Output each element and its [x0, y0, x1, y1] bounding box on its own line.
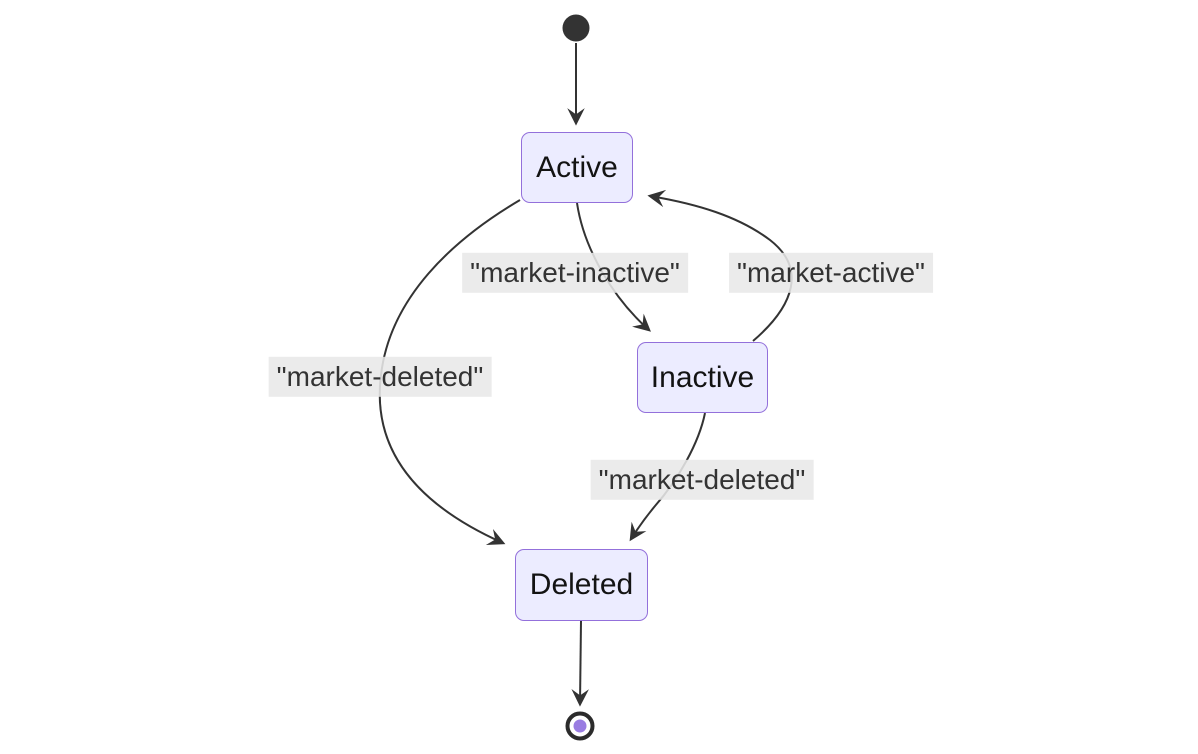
state-label-active: Active [536, 150, 618, 184]
initial-state-dot [562, 14, 590, 42]
state-label-deleted: Deleted [529, 568, 634, 601]
state-label-inactive: Inactive [650, 360, 755, 394]
state-node-active: Active [521, 132, 633, 203]
edge-inactive-to-active [647, 189, 793, 342]
transition-label-market-deleted-from-active: "market-deleted" [268, 356, 492, 398]
state-node-inactive: Inactive [637, 342, 768, 413]
transition-label-market-deleted-from-inactive: "market-deleted" [590, 459, 814, 501]
transition-label-market-active: "market-active" [729, 252, 933, 294]
edge-inactive-to-deleted [629, 412, 706, 542]
transition-label-market-inactive: "market-inactive" [462, 252, 688, 294]
final-state-inner-dot [573, 719, 587, 733]
edge-deleted-to-final [571, 620, 589, 707]
state-node-deleted: Deleted [515, 549, 648, 621]
